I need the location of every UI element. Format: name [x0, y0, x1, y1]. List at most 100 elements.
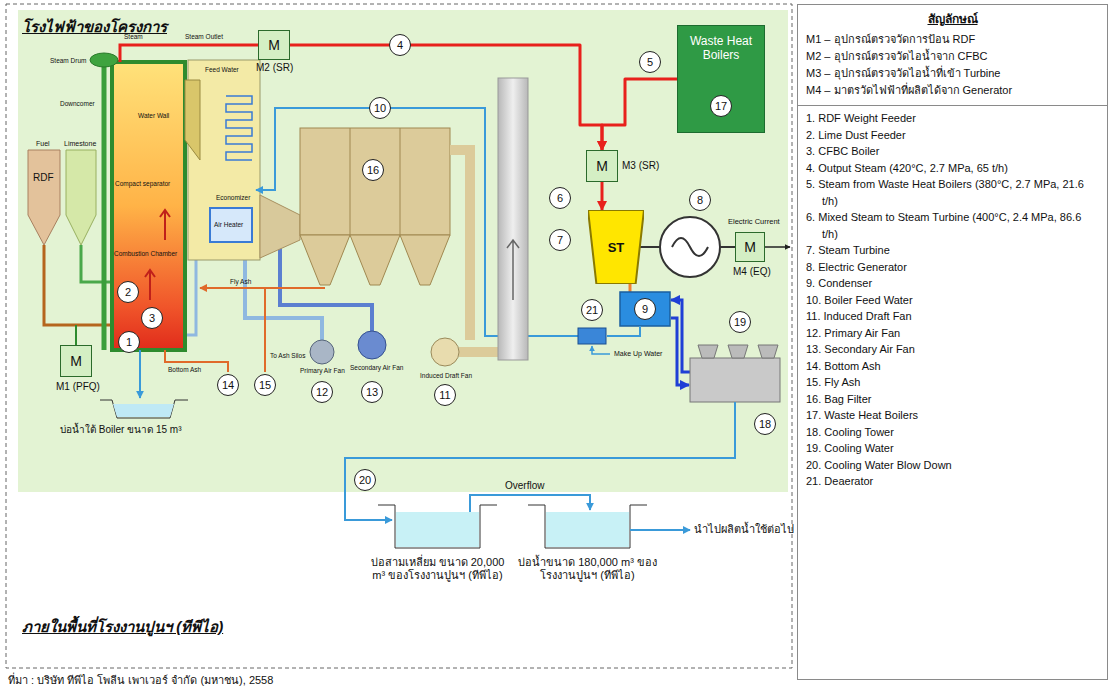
- node-text: M: [268, 37, 280, 53]
- label: บ่อสามเหลี่ยม ขนาด 20,000 m³ ของโรงงานปู…: [365, 556, 510, 581]
- callout-number: 13: [361, 381, 383, 403]
- node-text: 12: [316, 386, 328, 398]
- node-text: 16: [367, 164, 379, 176]
- callout-number: 12: [311, 381, 333, 403]
- legend-item: 4. Output Steam (420°C, 2.7 MPa, 65 t/h): [806, 160, 1099, 177]
- node-text: 2: [125, 286, 131, 298]
- node-text: 4: [397, 39, 403, 51]
- label: บ่อน้ำขนาด 180,000 m³ ของโรงงานปูนฯ (ทีพ…: [515, 556, 660, 581]
- node-text: 9: [642, 303, 648, 315]
- label: Economizer: [216, 194, 250, 201]
- legend-item: 16. Bag Filter: [806, 391, 1099, 408]
- label: M4 (EQ): [733, 266, 771, 278]
- label: Water Wall: [138, 112, 169, 119]
- label: Combustion Chamber: [114, 250, 177, 257]
- legend-item: 11. Induced Draft Fan: [806, 308, 1099, 325]
- label: Fuel: [36, 140, 50, 148]
- section-title: ภายในพื้นที่โรงงานปูนฯ (ทีพีไอ): [22, 618, 223, 635]
- node-text: 1: [126, 336, 132, 348]
- node-text: 3: [149, 312, 155, 324]
- steam-line: [290, 45, 602, 150]
- callout-number: 19: [729, 311, 751, 333]
- legend-item: 12. Primary Air Fan: [806, 325, 1099, 342]
- label: RDF: [33, 172, 54, 184]
- label: M3 (SR): [622, 160, 659, 172]
- callout-number: 2: [117, 281, 139, 303]
- callout-number: 9: [634, 298, 656, 320]
- node-text: M: [744, 239, 756, 255]
- node-text: Waste Heat Boilers: [682, 34, 760, 62]
- label: Feed Water: [205, 66, 239, 73]
- legend-item: 15. Fly Ash: [806, 374, 1099, 391]
- callout-number: 7: [549, 229, 571, 251]
- label: Steam: [124, 33, 143, 40]
- node-text: 15: [259, 379, 271, 391]
- label: To Ash Silos: [270, 352, 305, 359]
- section-title: โรงไฟฟ้าของโครงการ: [22, 18, 167, 35]
- steam-line: [601, 182, 604, 210]
- legend-item: 21. Deaerator: [806, 473, 1099, 490]
- meter-box: M: [258, 30, 290, 60]
- node-text: 5: [647, 56, 653, 68]
- node-text: 11: [439, 389, 450, 401]
- callout-number: 14: [217, 374, 239, 396]
- node-text: 17: [715, 100, 727, 112]
- callout-number: 16: [362, 159, 384, 181]
- meter-box: M: [586, 150, 618, 182]
- label: Induced Draft Fan: [420, 372, 472, 379]
- node-text: 6: [557, 192, 563, 204]
- legend-item: 7. Steam Turbine: [806, 242, 1099, 259]
- callout-number: 6: [549, 187, 571, 209]
- label: M1 (PFQ): [56, 381, 100, 393]
- callout-number: 15: [254, 374, 276, 396]
- legend-item: 5. Steam from Waste Heat Boilers (380°C,…: [806, 176, 1099, 209]
- legend-item: 19. Cooling Water: [806, 440, 1099, 457]
- label: M2 (SR): [256, 62, 293, 74]
- steam-turbine: ST: [588, 210, 644, 284]
- callout-number: 4: [389, 34, 411, 56]
- legend-item: 14. Bottom Ash: [806, 358, 1099, 375]
- node-text: 20: [359, 474, 371, 486]
- label: บ่อน้ำใต้ Boiler ขนาด 15 m³: [60, 424, 181, 436]
- node-text: M: [70, 353, 82, 369]
- node-text: ST: [608, 240, 625, 255]
- legend-heading: สัญลักษณ์: [806, 9, 1099, 28]
- callout-number: 20: [354, 469, 376, 491]
- callout-number: 18: [754, 413, 776, 435]
- legend-item: 20. Cooling Water Blow Down: [806, 457, 1099, 474]
- label: Downcomer: [60, 100, 95, 107]
- legend-item: 9. Condenser: [806, 275, 1099, 292]
- callout-number: 8: [689, 189, 711, 211]
- callout-number: 3: [141, 307, 163, 329]
- legend-header-group: สัญลักษณ์ M1 – อุปกรณ์ตรวจวัดการป้อน RDF M…: [798, 9, 1107, 106]
- label: Fly Ash: [230, 278, 251, 285]
- label: Compact separator: [115, 180, 170, 187]
- label: นำไปผลิตน้ำใช้ต่อไป: [694, 523, 794, 536]
- label: Overflow: [505, 480, 544, 492]
- legend-item: M3 – อุปกรณ์ตรวจวัดไอน้ำที่เข้า Turbine: [806, 65, 1099, 82]
- node-text: M: [596, 158, 608, 174]
- source-caption: ที่มา : บริษัท ทีพีไอ โพลีน เพาเวอร์ จำก…: [8, 671, 273, 688]
- node-text: 19: [734, 316, 746, 328]
- legend-item: 2. Lime Dust Feeder: [806, 127, 1099, 144]
- callout-number: 10: [369, 97, 391, 119]
- label: Secondary Air Fan: [350, 364, 403, 371]
- steam-line: [602, 79, 677, 150]
- legend-item: 18. Cooling Tower: [806, 424, 1099, 441]
- node-text: 14: [222, 379, 234, 391]
- legend-item: 1. RDF Weight Feeder: [806, 110, 1099, 127]
- meter-box: M: [60, 345, 92, 377]
- callout-number: 1: [118, 331, 140, 353]
- callout-number: 21: [581, 299, 603, 321]
- node-text: 18: [759, 418, 771, 430]
- callout-number: 5: [639, 51, 661, 73]
- meter-box: M: [735, 232, 765, 262]
- node-text: 8: [697, 194, 703, 206]
- callout-number: 17: [710, 95, 732, 117]
- legend-item: M4 – มาตรวัดไฟฟ้าที่ผลิตได้จาก Generator: [806, 82, 1099, 99]
- label: Limestone: [64, 140, 96, 148]
- label: Bottom Ash: [168, 366, 201, 373]
- callout-number: 11: [434, 384, 456, 406]
- label: Air Heater: [214, 221, 243, 228]
- legend-item: M1 – อุปกรณ์ตรวจวัดการป้อน RDF: [806, 31, 1099, 48]
